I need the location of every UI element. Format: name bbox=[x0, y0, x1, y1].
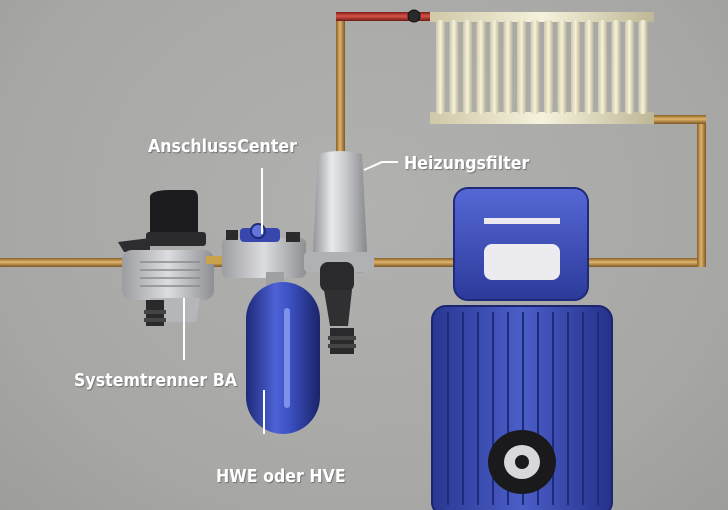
radiator-fin bbox=[490, 20, 499, 114]
anschlusscenter-label: AnschlussCenter bbox=[148, 136, 297, 157]
return-pipe-vertical bbox=[697, 118, 706, 267]
hwe-hve-label: HWE oder HVE bbox=[216, 466, 346, 487]
radiator-fin bbox=[598, 20, 607, 114]
radiator-fin bbox=[611, 20, 621, 114]
anschlusscenter-device bbox=[222, 223, 306, 278]
supply-pipe-hot bbox=[336, 12, 436, 21]
radiator-fin bbox=[638, 20, 648, 114]
heizungsfilter-label: Heizungsfilter bbox=[404, 153, 530, 174]
radiator-fin bbox=[544, 20, 553, 114]
radiator-fin bbox=[436, 20, 445, 114]
radiator-valve bbox=[407, 9, 421, 23]
expansion-vessel bbox=[246, 272, 320, 434]
systemtrenner-device bbox=[118, 190, 228, 326]
radiator-fin bbox=[476, 20, 486, 114]
radiator-fin bbox=[517, 20, 526, 114]
boiler-body bbox=[431, 305, 613, 510]
radiator-fin bbox=[557, 20, 567, 114]
radiator-fin bbox=[530, 20, 540, 114]
radiator-fin bbox=[625, 20, 634, 114]
radiator-fin bbox=[449, 20, 459, 114]
supply-pipe-vertical bbox=[336, 14, 345, 156]
boiler-control-box bbox=[453, 187, 589, 301]
leader-lines bbox=[183, 161, 398, 434]
radiator-fin bbox=[584, 20, 594, 114]
return-pipe-top bbox=[652, 115, 706, 124]
radiator-fin bbox=[571, 20, 580, 114]
heizungsfilter-device bbox=[304, 151, 374, 354]
radiator bbox=[430, 12, 654, 124]
radiator-fin bbox=[503, 20, 513, 114]
systemtrenner-label: Systemtrenner BA bbox=[74, 370, 238, 391]
radiator-fin bbox=[463, 20, 472, 114]
